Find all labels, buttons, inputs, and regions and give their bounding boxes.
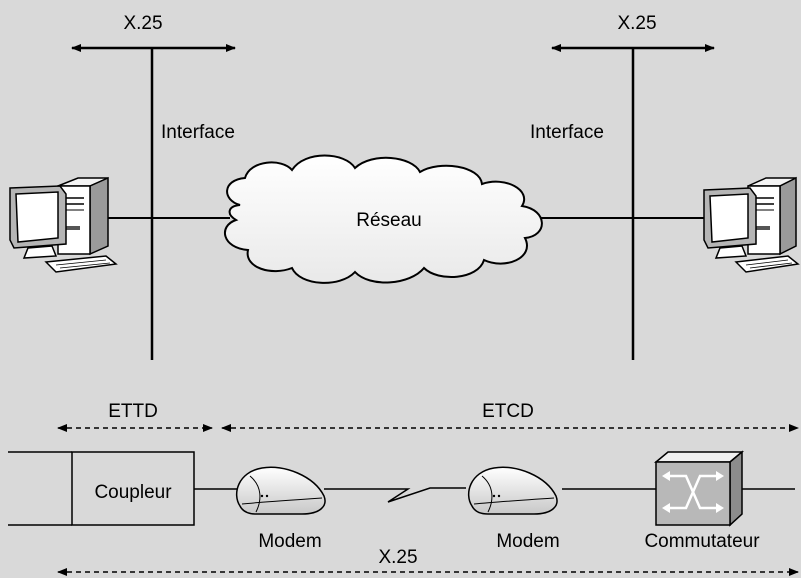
modem-right-label: Modem (496, 531, 560, 552)
top-left-protocol-label: X.25 (123, 13, 163, 34)
coupler-box (71, 451, 195, 526)
computer-icon (9, 176, 118, 273)
coupler-label: Coupleur (94, 482, 172, 503)
top-right-protocol-label: X.25 (617, 13, 657, 34)
bottom-protocol-label: X.25 (378, 547, 418, 568)
switch-icon (653, 450, 745, 527)
lightning-link-icon (378, 487, 466, 503)
left-interface-label: Interface (161, 122, 235, 143)
right-interface-label: Interface (530, 122, 604, 143)
modem-icon (235, 466, 326, 515)
ettd-label: ETTD (108, 401, 158, 422)
computer-icon (703, 176, 800, 273)
switch-label: Commutateur (644, 531, 760, 552)
modem-left-label: Modem (258, 531, 322, 552)
network-label: Réseau (356, 210, 422, 231)
cloud-icon (224, 154, 543, 284)
modem-icon (467, 466, 558, 515)
etcd-label: ETCD (482, 401, 534, 422)
